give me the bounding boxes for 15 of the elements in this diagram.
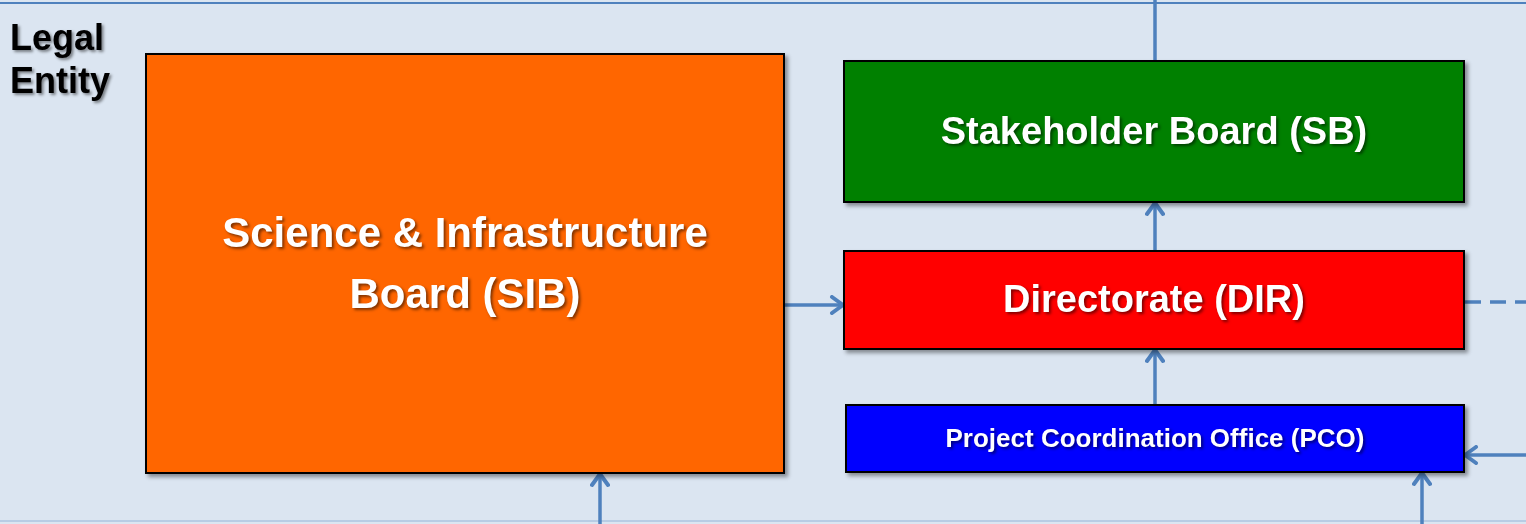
connector-arrow	[1145, 201, 1165, 250]
board-box	[845, 404, 1465, 473]
connector-arrow	[1463, 445, 1526, 465]
connector-arrow	[1145, 348, 1165, 404]
board-box	[843, 60, 1465, 203]
board-box	[145, 53, 785, 474]
connector-arrow	[1412, 471, 1432, 524]
board-label: Directorate (DIR)	[1003, 277, 1305, 323]
board-label: Science & Infrastructure Board (SIB)	[221, 207, 709, 319]
connector-arrow	[785, 295, 845, 315]
region-heading: Legal Entity	[10, 16, 111, 103]
board-label: Project Coordination Office (PCO)	[945, 421, 1365, 455]
board-box	[843, 250, 1465, 350]
connector-arrow	[590, 472, 610, 524]
board-label: Stakeholder Board (SB)	[940, 108, 1368, 154]
